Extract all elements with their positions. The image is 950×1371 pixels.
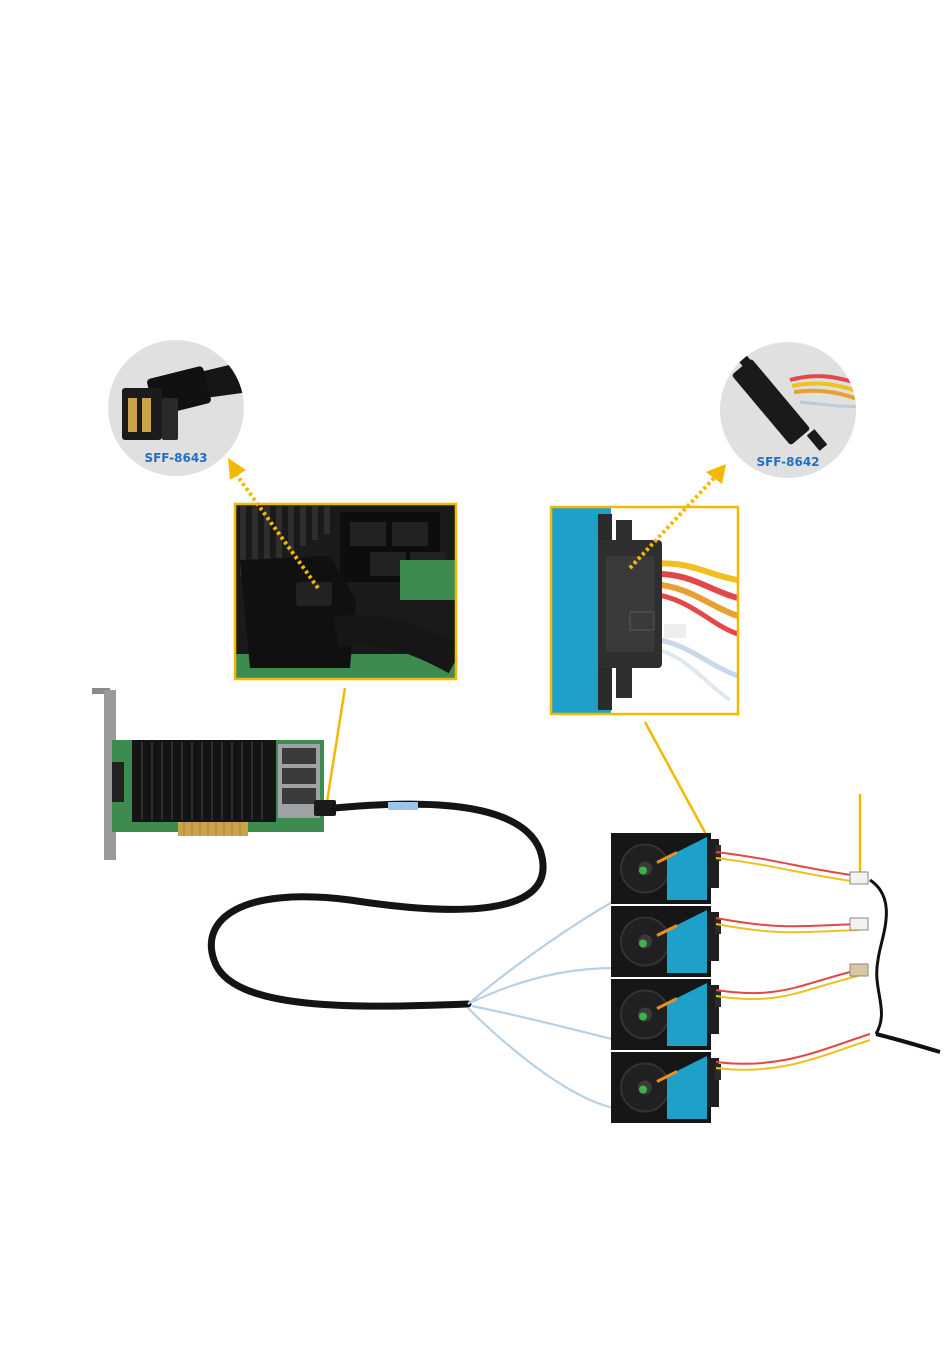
sff-8642-label: SFF-8642 [756,455,819,469]
hba-card [92,688,324,860]
hard-drive [611,833,721,904]
sff-8643-label: SFF-8643 [144,451,207,465]
hard-drive [611,906,721,977]
drive-connector-detail-box [551,507,738,714]
callout-line-drive [645,722,708,838]
power-cables [716,852,940,1070]
drive-stack [611,833,721,1123]
sff-8642-zoom-circle: SFF-8642 [720,342,862,478]
hard-drive [611,1052,721,1123]
callout-line-host [326,688,345,808]
fan-out-cables [468,900,616,1108]
sff-8643-zoom-circle: SFF-8643 [108,340,250,476]
host-connector-detail-box [235,504,456,679]
hard-drive [611,979,721,1050]
